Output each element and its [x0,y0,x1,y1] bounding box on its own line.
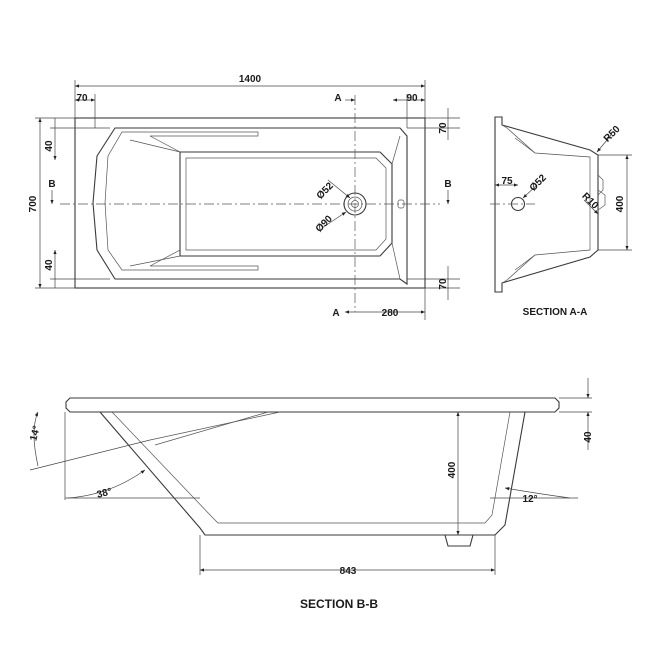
section-aa-inner [501,124,591,284]
section-bb-depth-label: 400 [447,461,458,478]
section-aa-offset-label: 75 [501,176,513,187]
bath-rim-outline [74,117,426,289]
section-aa-view: 75 Ø52 R50 R10 400 SECTION A-A [490,116,632,318]
section-bb-angle-back-label: 14° [28,425,42,442]
upper-ledge-label: 40 [44,140,55,152]
bottom-rim-label: 70 [438,278,449,290]
section-aa-title: SECTION A-A [523,307,588,318]
section-a-bottom-label: A [332,308,339,319]
overall-width-label: 700 [28,195,39,212]
left-rim-label: 70 [76,93,88,104]
section-bb-backrest [149,411,281,441]
bath-inner-rim [92,127,408,286]
plan-view: 1400 70 90 A 700 40 40 B 70 70 B [28,74,460,320]
section-bb-angle-foot-label: 12° [522,494,537,505]
section-aa-depth-label: 400 [615,195,626,212]
right-rim-label: 90 [406,93,418,104]
bath-floor-inner [185,157,387,251]
waste-offset-label: 280 [382,308,399,319]
section-bb-waste [444,534,474,547]
top-rim-label: 70 [438,122,449,134]
section-aa-radius-bottom-label: R10 [579,191,600,212]
section-b-left-label: B [48,179,55,190]
backrest-outline [104,131,259,271]
section-aa-outline [494,116,599,293]
section-bb-outer-shell [99,411,526,536]
section-bb-rim [65,397,560,413]
section-b-right-label: B [444,179,451,190]
waste-dia-large-label: Ø90 [314,213,335,234]
section-bb-title: SECTION B-B [300,597,378,611]
section-bb-angle-end-label: 38° [96,486,113,500]
section-bb-base-length-label: 843 [340,566,357,577]
lower-ledge-label: 40 [44,259,55,271]
section-a-top-label: A [334,93,341,104]
section-aa-radius-top-label: R50 [602,124,623,145]
section-aa-hole-dia-label: Ø52 [528,172,549,193]
section-bb-view: 14° 38° 12° 400 40 843 SECTION B-B [28,378,594,611]
section-bb-rim-thickness-label: 40 [583,431,594,443]
overall-length-label: 1400 [239,74,262,85]
